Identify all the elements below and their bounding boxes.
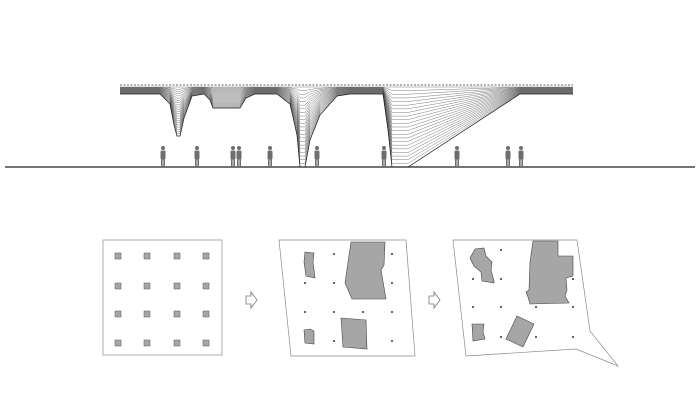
column-dot bbox=[535, 336, 537, 338]
contour-line bbox=[120, 89, 573, 117]
column-grid bbox=[114, 252, 210, 347]
person-silhouette-icon bbox=[314, 146, 320, 167]
column-dot bbox=[572, 336, 574, 338]
column-dots bbox=[472, 249, 574, 338]
column-dot bbox=[362, 311, 364, 313]
column-dot bbox=[333, 311, 335, 313]
contour-line bbox=[120, 90, 573, 135]
canopy-section bbox=[5, 84, 695, 168]
column-square bbox=[114, 252, 122, 260]
column-dot bbox=[333, 253, 335, 255]
void-shape bbox=[469, 247, 495, 284]
column-square bbox=[143, 339, 151, 347]
contour-line bbox=[120, 89, 573, 120]
column-square bbox=[202, 339, 210, 347]
column-dot bbox=[304, 282, 306, 284]
column-dot bbox=[391, 282, 393, 284]
panel-deformed bbox=[452, 239, 620, 367]
void-shape bbox=[505, 315, 535, 348]
person-silhouette-icon bbox=[267, 146, 273, 167]
column-square bbox=[173, 339, 181, 347]
arrow-icon-1 bbox=[245, 290, 258, 310]
column-square bbox=[173, 310, 181, 318]
column-dot bbox=[333, 340, 335, 342]
column-square bbox=[202, 252, 210, 260]
column-dot bbox=[472, 278, 474, 280]
contour-line bbox=[120, 87, 573, 91]
column-dot bbox=[333, 282, 335, 284]
column-dot bbox=[500, 249, 502, 251]
contour-line bbox=[120, 90, 573, 124]
panel-outline bbox=[278, 239, 416, 357]
canopy-underside bbox=[120, 93, 573, 168]
panel-outline bbox=[452, 239, 620, 367]
column-dot bbox=[391, 311, 393, 313]
panel-merged bbox=[278, 239, 416, 357]
contour-line bbox=[120, 90, 573, 131]
person-silhouette-icon bbox=[505, 146, 511, 167]
column-square bbox=[114, 282, 122, 290]
column-square bbox=[114, 339, 122, 347]
column-dot bbox=[500, 336, 502, 338]
column-dot bbox=[572, 278, 574, 280]
column-dot bbox=[391, 253, 393, 255]
person-silhouette-icon bbox=[230, 146, 236, 167]
person-silhouette-icon bbox=[518, 146, 524, 167]
column-dot bbox=[472, 306, 474, 308]
person-silhouette-icon bbox=[236, 146, 242, 167]
void-shape bbox=[303, 328, 315, 345]
column-dot bbox=[535, 306, 537, 308]
column-square bbox=[202, 310, 210, 318]
person-silhouette-icon bbox=[194, 146, 200, 167]
column-square bbox=[173, 252, 181, 260]
column-dot bbox=[500, 306, 502, 308]
void-shape bbox=[525, 240, 574, 305]
person-silhouette-icon bbox=[160, 146, 166, 167]
canopy-contours bbox=[120, 86, 573, 168]
panel-outline bbox=[102, 239, 223, 356]
contour-line bbox=[120, 88, 573, 106]
void-shape bbox=[471, 323, 486, 342]
contour-line bbox=[120, 88, 573, 109]
person-silhouette-icon bbox=[454, 146, 460, 167]
contour-line bbox=[120, 89, 573, 113]
column-dot bbox=[391, 340, 393, 342]
contour-line bbox=[120, 87, 573, 95]
column-square bbox=[202, 282, 210, 290]
void-shape bbox=[340, 317, 368, 350]
column-square bbox=[143, 310, 151, 318]
column-square bbox=[143, 252, 151, 260]
column-dots bbox=[304, 253, 393, 342]
column-square bbox=[143, 282, 151, 290]
column-square bbox=[173, 282, 181, 290]
column-square bbox=[114, 310, 122, 318]
contour-line bbox=[120, 87, 573, 99]
arrow-icon-2 bbox=[428, 290, 441, 310]
column-dot bbox=[500, 278, 502, 280]
person-silhouette-icon bbox=[381, 146, 387, 167]
contour-line bbox=[120, 88, 573, 102]
void-shape bbox=[303, 251, 316, 279]
void-shape bbox=[344, 241, 387, 300]
column-dot bbox=[304, 311, 306, 313]
column-dot bbox=[572, 306, 574, 308]
panel-grid bbox=[102, 239, 223, 356]
people-silhouettes bbox=[160, 146, 524, 167]
contour-line bbox=[120, 90, 573, 128]
